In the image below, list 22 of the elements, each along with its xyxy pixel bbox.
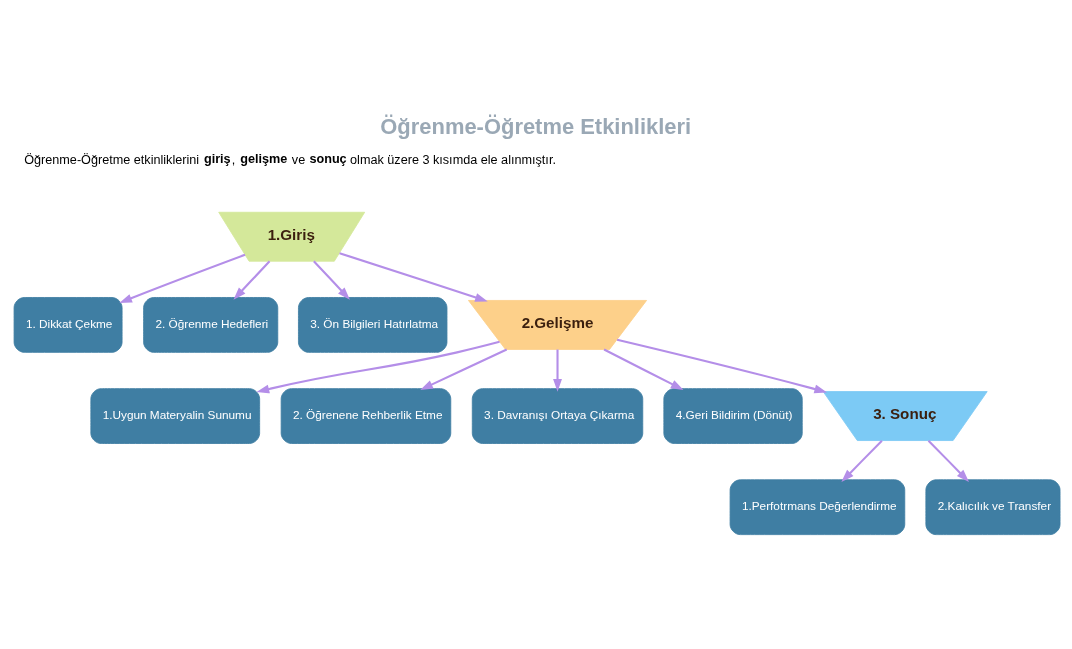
node-box: 4.Geri Bildirim (Dönüt) <box>663 388 803 444</box>
arrow <box>553 349 562 392</box>
arrow <box>233 260 271 300</box>
label: Öğrenme-Öğretme etkinliklerini giriş, gelişme ve sonuç olmak üzere 3 kısımda ele alınmıştır. <box>24 152 556 168</box>
arrow <box>603 348 684 390</box>
diagram-title: Öğrenme-Öğretme Etkinlikleri <box>380 114 692 140</box>
arrow <box>420 348 508 390</box>
arrow <box>119 253 246 303</box>
node-box: 2.Kalıcılık ve Transfer <box>925 479 1061 536</box>
arrow <box>841 439 883 482</box>
arrow <box>927 439 969 482</box>
node-box: 2. Öğrenme Hedefleri <box>143 297 279 353</box>
arrow <box>313 260 350 300</box>
arrow <box>339 252 488 302</box>
arrow <box>616 338 828 394</box>
node-box: 1.Uygun Materyalin Sunumu <box>90 388 261 444</box>
node-box: 1. Dikkat Çekme <box>13 297 123 353</box>
node-box: 1.Perfotrmans Değerlendirme <box>729 479 906 536</box>
node-box: 3. Davranışı Ortaya Çıkarma <box>471 388 644 444</box>
node-box: 3. Ön Bilgileri Hatırlatma <box>298 297 448 353</box>
node-box: 2. Öğrenene Rehberlik Etme <box>280 388 452 444</box>
arrow <box>256 340 500 394</box>
